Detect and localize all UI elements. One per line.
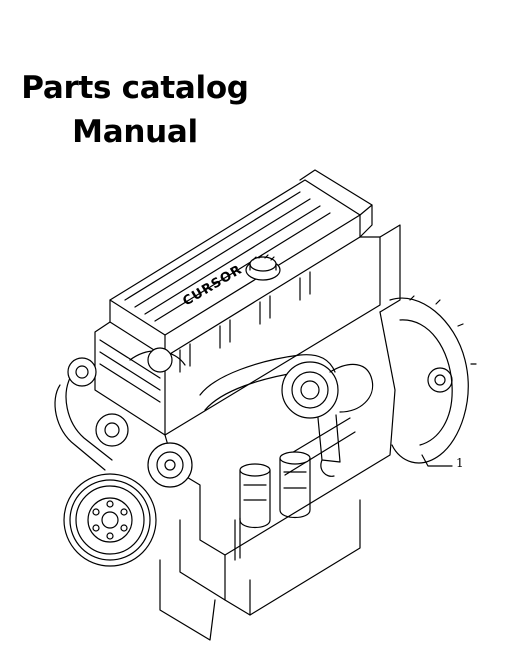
turbocharger xyxy=(199,354,374,477)
crankshaft-damper xyxy=(63,473,157,567)
cylinder-head xyxy=(94,224,401,436)
flywheel-housing xyxy=(389,295,477,464)
callout-number: 1 xyxy=(456,456,464,470)
title-line-2: Manual xyxy=(72,114,198,150)
page-title: Parts catalog Manual xyxy=(0,66,270,154)
oil-sump xyxy=(159,517,241,641)
accessory-drive xyxy=(54,347,193,488)
title-line-1: Parts catalog xyxy=(21,70,249,106)
oil-filler-cap xyxy=(245,254,281,281)
callout-leader xyxy=(421,454,453,467)
rocker-cover xyxy=(109,169,373,358)
oil-filters xyxy=(239,451,311,529)
